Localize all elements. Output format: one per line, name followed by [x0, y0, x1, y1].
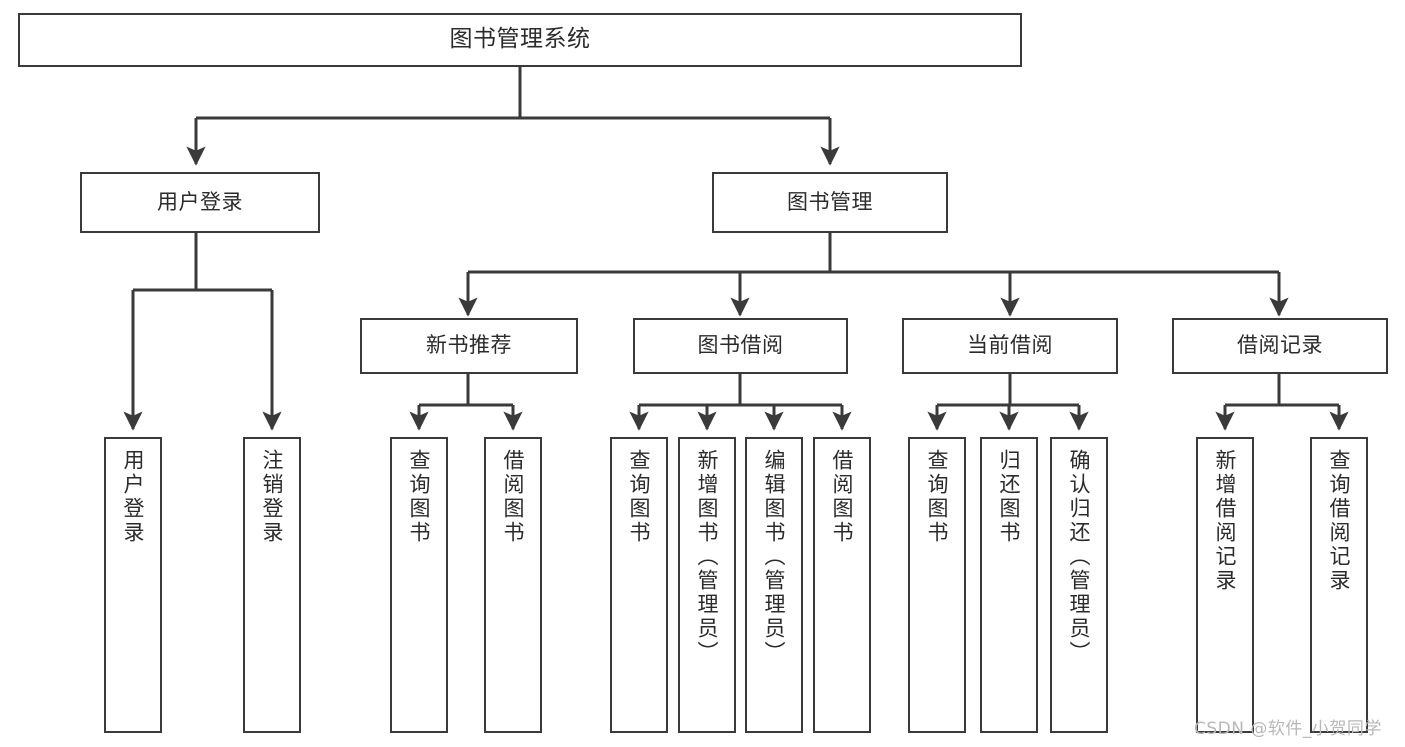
node-query-book-br-label: 查询图书 — [627, 449, 652, 545]
node-confirm-return-admin[interactable]: 确认归还（管理员） — [1050, 437, 1108, 733]
node-root[interactable]: 图书管理系统 — [18, 13, 1022, 67]
node-query-book-rec-label: 查询图书 — [407, 449, 432, 545]
node-new-book-recommend[interactable]: 新书推荐 — [360, 318, 578, 374]
node-do-user-logout[interactable]: 注销登录 — [243, 437, 301, 733]
node-return-book[interactable]: 归还图书 — [980, 437, 1038, 733]
node-confirm-return-admin-label: 确认归还（管理员） — [1067, 449, 1092, 665]
node-new-book-recommend-label: 新书推荐 — [426, 333, 512, 358]
node-add-book-admin-label: 新增图书（管理员） — [695, 449, 720, 665]
node-add-borrow-record-label: 新增借阅记录 — [1213, 449, 1238, 593]
node-query-book-cb[interactable]: 查询图书 — [908, 437, 966, 733]
node-do-user-logout-label: 注销登录 — [260, 449, 285, 545]
node-book-borrow-label: 图书借阅 — [697, 333, 784, 358]
node-do-user-login[interactable]: 用户登录 — [104, 437, 162, 733]
node-book-management[interactable]: 图书管理 — [712, 172, 948, 233]
node-do-user-login-label: 用户登录 — [121, 449, 146, 545]
node-book-management-label: 图书管理 — [787, 189, 873, 214]
node-borrow-record[interactable]: 借阅记录 — [1172, 318, 1388, 374]
node-query-book-br[interactable]: 查询图书 — [610, 437, 668, 733]
node-current-borrow-label: 当前借阅 — [967, 333, 1053, 358]
node-edit-book-admin[interactable]: 编辑图书（管理员） — [745, 437, 803, 733]
node-return-book-label: 归还图书 — [997, 449, 1022, 545]
node-borrow-record-label: 借阅记录 — [1237, 333, 1323, 358]
node-user-login-label: 用户登录 — [157, 189, 243, 214]
node-borrow-book-br-label: 借阅图书 — [830, 449, 855, 545]
node-borrow-book-rec-label: 借阅图书 — [501, 449, 526, 545]
csdn-watermark: CSDN @软件_小贺同学 — [1194, 719, 1382, 739]
node-borrow-book-rec[interactable]: 借阅图书 — [484, 437, 542, 733]
node-root-label: 图书管理系统 — [449, 26, 591, 53]
node-add-book-admin[interactable]: 新增图书（管理员） — [678, 437, 736, 733]
node-add-borrow-record[interactable]: 新增借阅记录 — [1196, 437, 1254, 733]
node-user-login[interactable]: 用户登录 — [80, 172, 320, 233]
node-borrow-book-br[interactable]: 借阅图书 — [813, 437, 871, 733]
node-book-borrow[interactable]: 图书借阅 — [633, 318, 848, 374]
node-query-borrow-record[interactable]: 查询借阅记录 — [1310, 437, 1368, 733]
node-current-borrow[interactable]: 当前借阅 — [902, 318, 1118, 374]
node-query-borrow-record-label: 查询借阅记录 — [1327, 449, 1352, 593]
node-edit-book-admin-label: 编辑图书（管理员） — [762, 449, 787, 665]
node-query-book-cb-label: 查询图书 — [925, 449, 950, 545]
node-query-book-rec[interactable]: 查询图书 — [390, 437, 448, 733]
